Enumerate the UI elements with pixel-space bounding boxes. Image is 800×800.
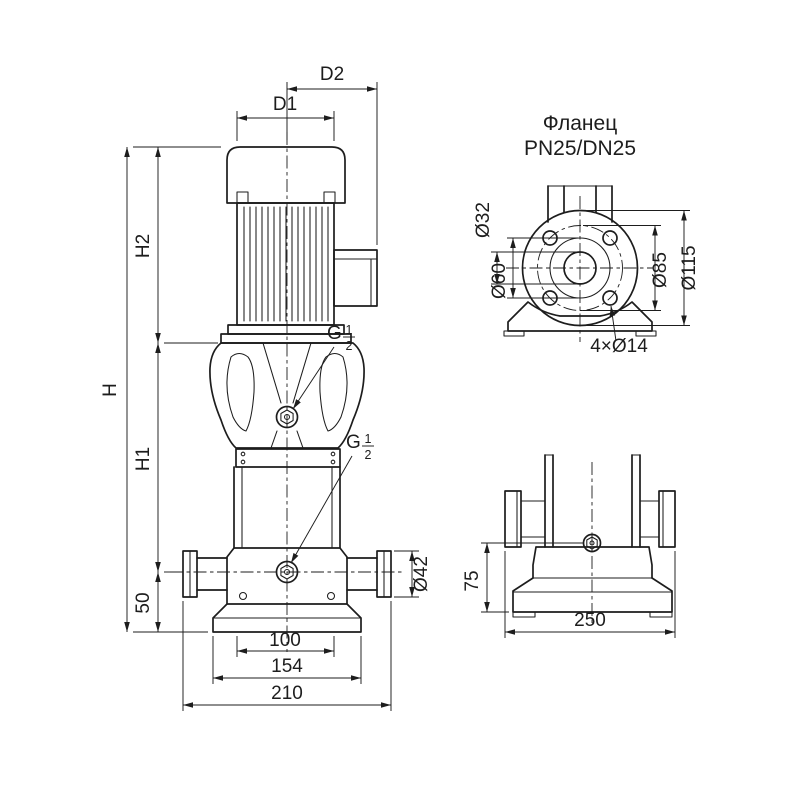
drain-plug-center [283,568,291,576]
dim-label-d42: Ø42 [411,556,432,592]
dim-label-d60: Ø60 [489,263,510,299]
front-view-dimensions: D2 D1 H H2 H1 50 Ø42 100 154 210 [100,64,432,711]
side-base-feet [512,577,673,613]
flange-outer-circle [521,209,639,327]
side-drain-plug [582,533,602,553]
suction-port-neck [196,557,228,591]
head-handle-left [226,352,255,432]
dim-label-d85: Ø85 [650,252,671,288]
side-height-extension-lines [481,542,583,613]
head-vent-port [275,405,299,429]
side-flange-left [504,490,522,548]
dim-label-100: 100 [269,630,301,651]
side-port-right [639,490,664,548]
flange-title: Фланец [543,112,618,135]
thread-callout-lower: G 1 2 [290,432,374,564]
pump-head [209,342,365,449]
thread-leader-line [290,455,353,564]
side-drain-plug-hex [586,536,598,550]
bracket-foot-left [503,330,525,337]
side-port-left [516,490,546,548]
thread-denominator: 2 [365,448,372,462]
raised-face-extension-lines [507,237,578,299]
dim-label-50: 50 [133,592,154,613]
dim-label-75: 75 [462,570,483,591]
dim-label-154: 154 [271,656,303,677]
head-vent-plug-center [283,413,291,421]
terminal-box-lid [333,258,378,307]
thread-letter: G [346,432,361,453]
dim-label-h2: H2 [133,234,154,258]
flange-bore [563,251,597,285]
discharge-port-neck [346,557,378,591]
port-flange-extension-lines [394,550,419,598]
head-center-ribs [262,342,312,449]
flange-bracket [507,301,653,332]
outer-extension-lines [583,210,690,326]
dim-label-250: 250 [574,610,606,631]
column-tie-rods [233,466,341,549]
nameplate-rivet [240,451,246,457]
flange-bolt-circle [537,225,623,311]
side-foot-pad-right [649,611,673,618]
head-handle-right [319,352,348,432]
dim-label-d2: D2 [320,64,344,85]
drain-plug-hex [280,564,294,580]
thread-denominator: 2 [346,339,353,353]
thread-numerator: 1 [346,323,353,337]
motor-fins [243,206,329,322]
side-foot-pad-left [512,611,536,618]
side-width-extension-lines [504,551,676,638]
flange-centerlines [506,196,654,342]
bore-extension-lines [491,251,577,285]
dim-label-h: H [100,383,121,397]
nameplate-rivet [330,459,336,465]
side-drain-plug-center [589,540,595,546]
flange-view: Фланец PN25/DN25 Ø32 Ø60 Ø85 [473,112,700,357]
thread-letter: G [327,323,342,344]
bolt-hole [602,290,618,306]
side-base-body [532,546,653,579]
nameplate-rivet [330,451,336,457]
base-side-view: 75 250 [462,454,676,638]
side-flange-right [658,490,676,548]
dim-label-d32: Ø32 [473,202,494,238]
thread-leader-line [292,346,335,410]
base-nut-left [238,591,248,601]
bolt-circle-extension-lines [583,225,661,311]
flange-pipe-column [547,185,613,223]
dim-label-bolt-holes: 4×Ø14 [590,336,648,357]
terminal-box [333,249,378,307]
bolt-hole [602,230,618,246]
bracket-foot-right [635,330,657,337]
motor-cap [226,146,346,204]
dim-label-d115: Ø115 [679,245,700,290]
base-nut-right [326,591,336,601]
flange-subtitle: PN25/DN25 [524,137,636,160]
nameplate-rivet [240,459,246,465]
thread-numerator: 1 [365,432,372,446]
side-base-seams [512,577,673,593]
base-plate [212,603,362,633]
dim-label-d1: D1 [273,94,297,115]
width-210-extension-lines [182,601,392,711]
dim-label-h1: H1 [133,447,154,471]
drain-port [275,560,299,584]
head-vent-plug-hex [280,409,294,425]
column-shell [233,466,341,549]
dim-label-210: 210 [271,683,303,704]
flange-raised-face [549,237,611,299]
pump-front-view [170,132,404,652]
thread-callout-upper: G 1 2 [292,323,355,410]
h-extension-lines [133,146,221,633]
bolt-holes-leader-line [609,305,617,342]
